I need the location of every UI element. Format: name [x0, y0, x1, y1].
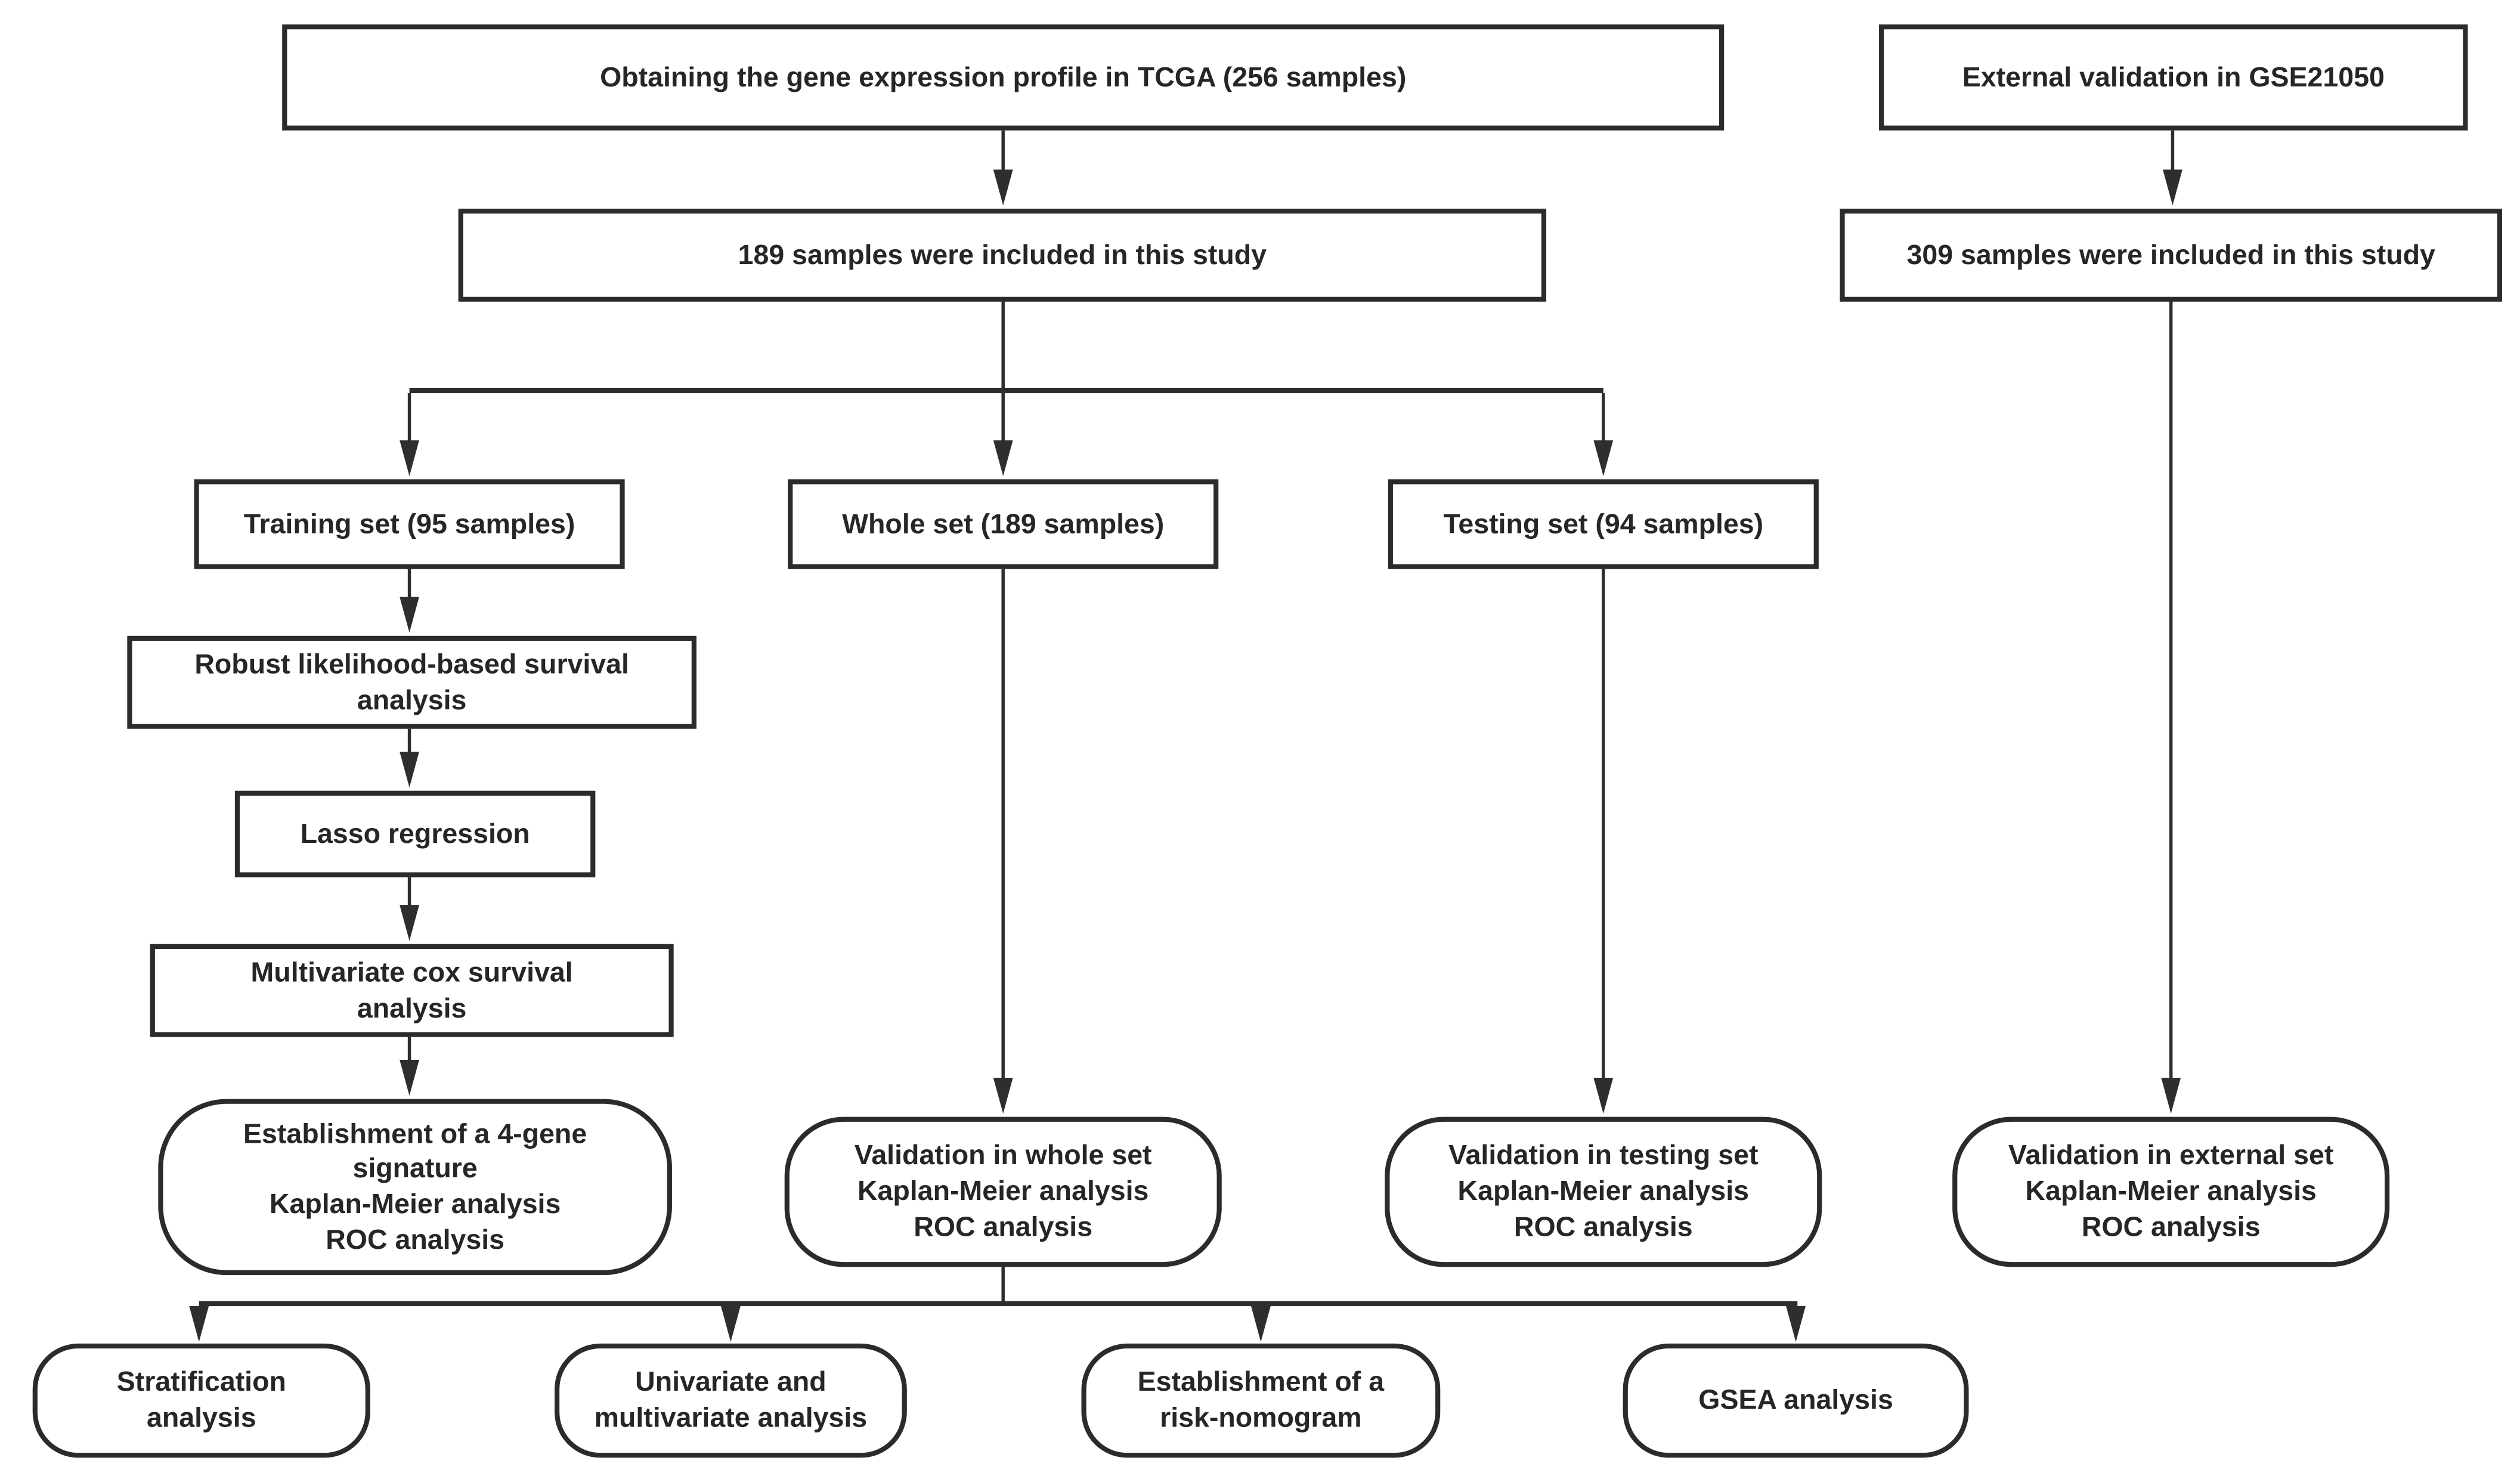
node-stratification-line1: Stratification	[116, 1366, 286, 1398]
node-309-samples-label: 309 samples were included in this study	[1906, 239, 2435, 271]
node-validation-testing-line1: Validation in testing set	[1448, 1140, 1759, 1171]
connector-branch3	[409, 388, 1603, 393]
node-gsea-analysis: GSEA analysis	[1623, 1343, 1969, 1458]
node-4-gene-signature-line3: Kaplan-Meier analysis	[269, 1189, 561, 1220]
connector-whole-to-validation	[1001, 569, 1005, 1081]
node-validation-external-line3: ROC analysis	[2081, 1211, 2261, 1242]
arrowhead-branch4-nomogram	[1250, 1305, 1271, 1342]
node-validation-testing-line3: ROC analysis	[1513, 1211, 1693, 1242]
node-whole-set: Whole set (189 samples)	[788, 479, 1219, 569]
arrowhead-branch3-training	[400, 440, 419, 476]
arrowhead-testing-to-validation	[1593, 1078, 1614, 1114]
node-robust-line1: Robust likelihood-based survival	[194, 648, 629, 680]
node-training-set: Training set (95 samples)	[194, 479, 625, 569]
node-univariate-multivariate-analysis: Univariate and multivariate analysis	[555, 1343, 907, 1458]
node-189-samples-label: 189 samples were included in this study	[738, 239, 1267, 271]
connector-branch3-drop-testing	[1602, 393, 1605, 444]
node-stratification-analysis: Stratification analysis	[32, 1343, 370, 1458]
node-validation-whole-line1: Validation in whole set	[854, 1140, 1152, 1171]
connector-training-to-robust	[407, 569, 411, 600]
node-whole-set-label: Whole set (189 samples)	[842, 508, 1165, 539]
connector-branch3-drop-whole	[1001, 393, 1005, 444]
connector-validation-whole-stem	[1001, 1267, 1005, 1305]
node-lasso-regression-label: Lasso regression	[300, 818, 530, 849]
connector-189-stem	[1001, 302, 1005, 393]
node-univariate-line1: Univariate and	[635, 1366, 826, 1398]
node-189-samples: 189 samples were included in this study	[458, 209, 1547, 302]
node-validation-external-line2: Kaplan-Meier analysis	[2025, 1176, 2317, 1207]
node-validation-whole-line3: ROC analysis	[914, 1211, 1093, 1242]
arrowhead-tcga-to-189	[993, 169, 1013, 206]
node-external-validation-label: External validation in GSE21050	[1962, 61, 2385, 92]
node-training-set-label: Training set (95 samples)	[243, 508, 575, 539]
node-multivariate-cox: Multivariate cox survival analysis	[150, 944, 674, 1037]
node-risk-nomogram: Establishment of a risk-nomogram	[1081, 1343, 1441, 1458]
node-lasso-regression: Lasso regression	[234, 790, 596, 877]
node-gsea-analysis-label: GSEA analysis	[1698, 1384, 1893, 1416]
node-4-gene-signature: Establishment of a 4-gene signature Kapl…	[158, 1099, 672, 1276]
node-tcga-label: Obtaining the gene expression profile in…	[600, 61, 1407, 92]
arrowhead-branch3-testing	[1593, 440, 1614, 476]
arrowhead-whole-to-validation	[993, 1078, 1013, 1114]
arrowhead-branch4-univariate	[721, 1305, 741, 1342]
arrowhead-external-to-309	[2163, 169, 2182, 206]
connector-external-to-309	[2171, 130, 2175, 173]
node-robust-survival-analysis: Robust likelihood-based survival analysi…	[127, 635, 696, 729]
node-validation-external-line1: Validation in external set	[2008, 1140, 2334, 1171]
arrowhead-309-to-validation	[2161, 1078, 2181, 1114]
arrowhead-training-to-robust	[400, 597, 419, 633]
node-multivariate-cox-line2: analysis	[357, 992, 467, 1024]
node-risk-nomogram-line1: Establishment of a	[1137, 1366, 1385, 1398]
node-univariate-line2: multivariate analysis	[594, 1402, 868, 1434]
node-tcga: Obtaining the gene expression profile in…	[282, 24, 1725, 131]
connector-testing-to-validation	[1602, 569, 1605, 1081]
node-validation-testing-line2: Kaplan-Meier analysis	[1457, 1176, 1750, 1207]
connector-tcga-to-189	[1001, 130, 1005, 173]
node-robust-line2: analysis	[357, 684, 467, 715]
node-testing-set: Testing set (94 samples)	[1388, 479, 1819, 569]
connector-multicox-to-signature	[407, 1037, 411, 1063]
node-validation-testing-set: Validation in testing set Kaplan-Meier a…	[1385, 1117, 1822, 1267]
connector-lasso-to-multicox	[407, 877, 411, 908]
node-external-validation: External validation in GSE21050	[1879, 24, 2468, 131]
node-testing-set-label: Testing set (94 samples)	[1443, 508, 1764, 539]
node-multivariate-cox-line1: Multivariate cox survival	[250, 956, 573, 988]
node-validation-whole-set: Validation in whole set Kaplan-Meier ana…	[784, 1117, 1222, 1267]
arrowhead-multicox-to-signature	[400, 1059, 419, 1096]
arrowhead-branch4-gsea	[1786, 1305, 1806, 1342]
arrowhead-lasso-to-multicox	[400, 905, 419, 941]
connector-309-to-validation	[2169, 302, 2173, 1081]
node-risk-nomogram-line2: risk-nomogram	[1160, 1402, 1362, 1434]
connector-branch3-drop-training	[407, 393, 411, 444]
arrowhead-branch4-stratification	[189, 1305, 209, 1342]
connector-branch4	[199, 1301, 1798, 1306]
node-validation-whole-line2: Kaplan-Meier analysis	[857, 1176, 1149, 1207]
node-4-gene-signature-line2: signature	[352, 1153, 478, 1184]
arrowhead-branch3-whole	[993, 440, 1013, 476]
node-validation-external-set: Validation in external set Kaplan-Meier …	[1952, 1117, 2390, 1267]
node-4-gene-signature-line4: ROC analysis	[326, 1224, 505, 1255]
node-stratification-line2: analysis	[147, 1402, 256, 1434]
node-309-samples: 309 samples were included in this study	[1840, 209, 2502, 302]
arrowhead-robust-to-lasso	[400, 751, 419, 788]
connector-robust-to-lasso	[407, 728, 411, 755]
node-4-gene-signature-line1: Establishment of a 4-gene	[243, 1118, 587, 1149]
